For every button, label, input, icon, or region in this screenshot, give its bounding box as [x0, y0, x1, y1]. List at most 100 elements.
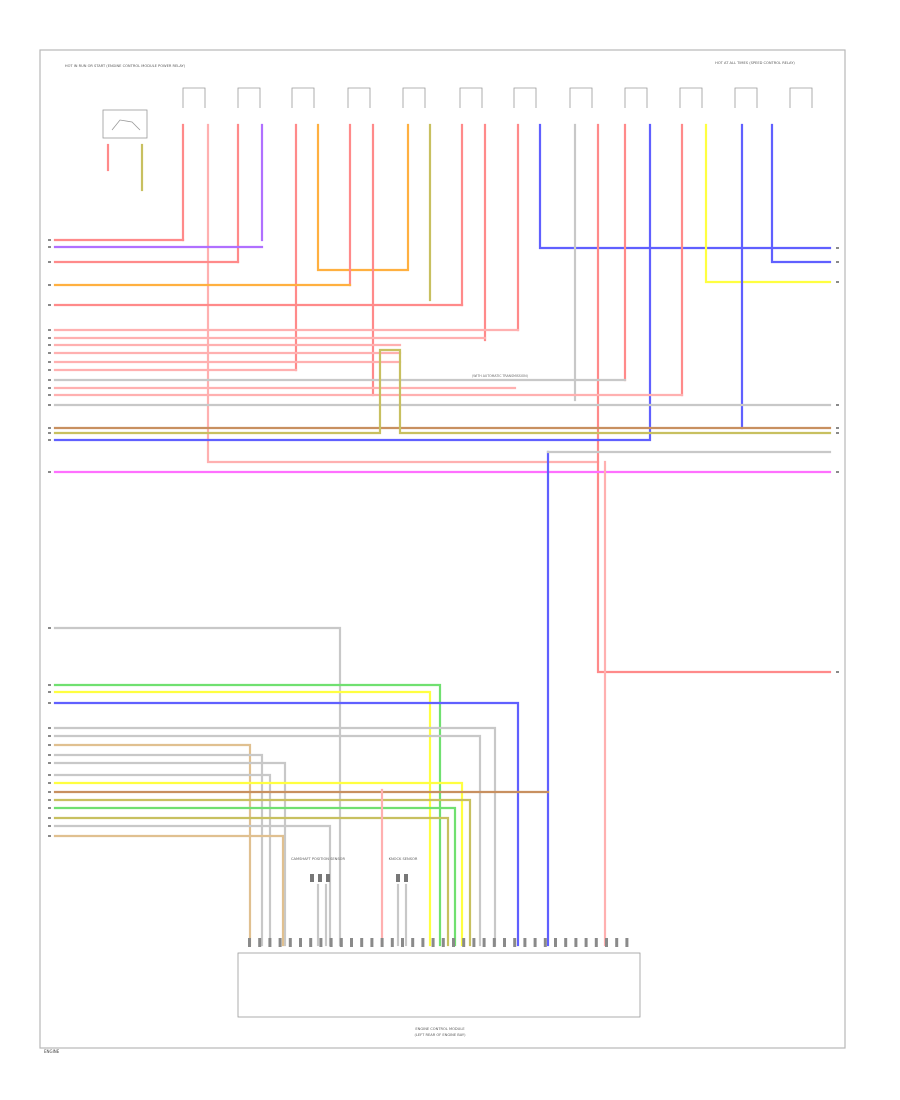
ecm-pin [360, 938, 364, 947]
ecm-pin [625, 938, 629, 947]
right-pin [836, 281, 839, 283]
engine-control-module: ENGINE CONTROL MODULE (LEFT REAR OF ENGI… [237, 938, 641, 1037]
ecm-pin [462, 938, 466, 947]
power-relay-label: HOT IN RUN OR START (ENGINE CONTROL MODU… [65, 64, 186, 68]
wire-gray [53, 626, 342, 947]
wire-blue [53, 123, 652, 442]
left-pin [48, 774, 51, 776]
fuse-connector [459, 87, 483, 108]
left-pin [48, 684, 51, 686]
wire-blue [770, 123, 832, 264]
wire-red [596, 123, 832, 674]
left-pin [48, 702, 51, 704]
ecm-pin [452, 938, 455, 947]
left-pin [48, 627, 51, 629]
left-pin [48, 361, 51, 363]
ecm-pin [431, 938, 435, 947]
ecm-pin [605, 938, 608, 947]
ecm-pin [370, 938, 374, 947]
left-pin [48, 744, 51, 746]
speed-control-relay-component: HOT AT ALL TIMES (SPEED CONTROL RELAY) [715, 61, 795, 65]
ecm-pin [350, 938, 353, 947]
fuse-connector [182, 87, 206, 108]
ecm-pin [564, 938, 568, 947]
ecm-pin [309, 938, 313, 947]
left-pin [48, 329, 51, 331]
wire-olive [53, 816, 450, 947]
wire-orange [316, 123, 410, 272]
fuse-connector [402, 87, 426, 108]
left-pin [48, 379, 51, 381]
left-pin [48, 261, 51, 263]
ecm-pin [615, 938, 619, 947]
right-pin [836, 404, 839, 406]
wire-gray [53, 824, 332, 947]
left-pin [48, 825, 51, 827]
ecm-pin [472, 938, 476, 947]
ecm-pin [401, 938, 404, 947]
left-pin [48, 782, 51, 784]
left-pin [48, 304, 51, 306]
fuse-connector [734, 87, 758, 108]
left-pin [48, 799, 51, 801]
left-pin [48, 471, 51, 473]
left-pin [48, 807, 51, 809]
ecm-pin [329, 938, 333, 947]
fuse-connector [291, 87, 315, 108]
wire-olive [53, 798, 472, 947]
left-pin [48, 762, 51, 764]
ecm-pin [482, 938, 486, 947]
right-pin [836, 432, 839, 434]
splice-note: (WITH AUTOMATIC TRANSMISSION) [472, 374, 528, 378]
wire-harness [53, 123, 832, 947]
left-pin [48, 735, 51, 737]
page-reference: ENGINE [44, 1049, 60, 1054]
left-pin [48, 337, 51, 339]
left-pin [48, 835, 51, 837]
ecm-pin [411, 938, 415, 947]
speed-control-relay-label: HOT AT ALL TIMES (SPEED CONTROL RELAY) [715, 61, 795, 65]
camshaft-sensor-label: CAMSHAFT POSITION SENSOR [291, 857, 345, 861]
left-pin [48, 369, 51, 371]
fuse-connector [679, 87, 703, 108]
wire-gray [53, 761, 287, 947]
fuse-connector [569, 87, 593, 108]
ecm-pin [421, 938, 425, 947]
fuse-connector [624, 87, 648, 108]
ecm-pin [533, 938, 537, 947]
wire-gray [53, 726, 497, 947]
ecm-pin [584, 938, 588, 947]
left-pin [48, 404, 51, 406]
wire-green [53, 683, 442, 947]
left-pin [48, 344, 51, 346]
left-pin [48, 791, 51, 793]
right-pin [836, 247, 839, 249]
left-pin [48, 439, 51, 441]
wire-yellow [704, 123, 832, 284]
camshaft-sensor-component: CAMSHAFT POSITION SENSOR [291, 857, 345, 882]
left-pin [48, 432, 51, 434]
ecm-pin [441, 938, 445, 947]
ecm-pin [503, 938, 506, 947]
right-pin [836, 261, 839, 263]
ecm-pin [339, 938, 343, 947]
left-pin [48, 246, 51, 248]
wire-yellow [53, 690, 432, 947]
power-relay-component: HOT IN RUN OR START (ENGINE CONTROL MODU… [65, 64, 186, 139]
wire-olive [53, 348, 832, 435]
left-pin [48, 352, 51, 354]
left-pin [48, 394, 51, 396]
wire-blue [538, 123, 832, 250]
ecm-pin [268, 938, 272, 947]
left-connector-pins [48, 239, 51, 837]
right-connector-pins [836, 247, 839, 673]
ecm-pin [258, 938, 262, 947]
wire-gray [53, 753, 264, 947]
wire-gray [53, 773, 272, 947]
ecm-pin [380, 938, 384, 947]
ecm-pin [554, 938, 557, 947]
ecm-pin [248, 938, 251, 947]
ecm-pin [594, 938, 598, 947]
right-pin [836, 671, 839, 673]
